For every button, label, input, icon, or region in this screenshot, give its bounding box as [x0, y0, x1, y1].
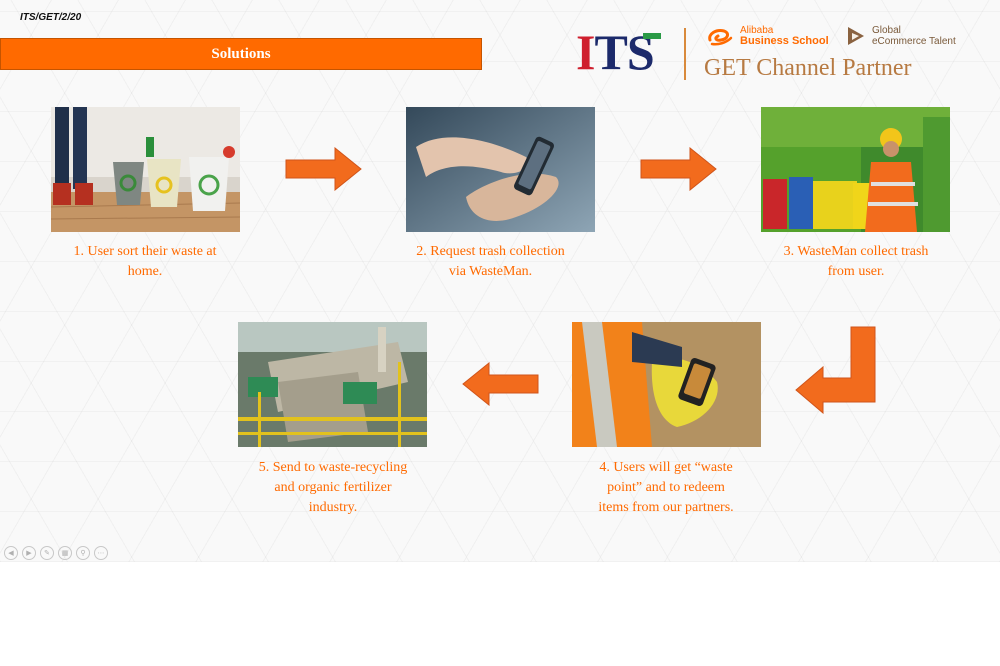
step-5-caption: 5. Send to waste-recycling and organic f… [233, 458, 433, 518]
step-4-caption-line: items from our partners. [598, 500, 734, 515]
arrow-turn-left-icon [795, 326, 876, 414]
global-ecommerce-talent-icon [848, 27, 864, 45]
arrow-right-icon [640, 147, 717, 191]
step-5-caption-line: industry. [308, 500, 358, 515]
smartphone-photo [406, 107, 595, 232]
step-4-caption-line: 4. Users will get “waste [599, 460, 733, 475]
step-3-caption: 3. WasteMan collect trash from user. [756, 242, 956, 282]
step-5-caption-line: and organic fertilizer [274, 480, 392, 495]
slide-code: ITS/GET/2/20 [20, 12, 82, 23]
its-logo-letter-i: I [576, 24, 595, 80]
recycling-plant-photo [238, 322, 427, 447]
its-logo-letter-t: T [594, 24, 627, 80]
step-4-caption: 4. Users will get “waste point” and to r… [566, 458, 766, 518]
arrow-right-icon [285, 147, 362, 191]
logo-divider [684, 28, 686, 80]
more-icon[interactable]: ⋯ [94, 546, 108, 560]
prev-icon[interactable]: ◀ [4, 546, 18, 560]
phone-in-hand-photo [572, 322, 761, 447]
step-2-caption-line: 2. Request trash collection [416, 244, 565, 259]
global-line1: Global [872, 25, 901, 36]
step-1-caption: 1. User sort their waste at home. [45, 242, 245, 282]
slides-icon[interactable]: ▦ [58, 546, 72, 560]
pen-icon[interactable]: ✎ [40, 546, 54, 560]
alibaba-line1: Alibaba [740, 25, 774, 36]
solutions-banner: Solutions [0, 38, 482, 70]
arrow-left-icon [462, 362, 539, 406]
step-2-caption: 2. Request trash collection via WasteMan… [388, 242, 593, 282]
step-5-caption-line: 5. Send to waste-recycling [258, 460, 408, 475]
alibaba-line2: Business School [740, 35, 829, 47]
global-line2: eCommerce Talent [872, 36, 956, 47]
slide: ITS/GET/2/20 Solutions ITS Alibaba Busin… [0, 0, 1000, 562]
step-2-caption-line: via WasteMan. [448, 264, 533, 279]
alibaba-business-school-logo: Alibaba Business School [740, 25, 829, 47]
step-1-caption-line: home. [127, 264, 163, 279]
step-3-caption-line: 3. WasteMan collect trash [783, 244, 929, 259]
step-1-caption-line: 1. User sort their waste at [73, 244, 217, 259]
alibaba-icon [708, 29, 733, 46]
banner-title: Solutions [211, 45, 271, 62]
global-ecommerce-talent-logo: Global eCommerce Talent [872, 25, 956, 47]
waste-worker-photo [761, 107, 950, 232]
zoom-icon[interactable]: ⚲ [76, 546, 90, 560]
its-logo-stripe [643, 33, 661, 39]
its-logo: ITS [576, 24, 655, 80]
step-3-caption-line: from user. [827, 264, 885, 279]
partner-title: GET Channel Partner [704, 55, 912, 81]
recycling-bins-photo [51, 107, 240, 232]
step-4-caption-line: point” and to redeem [607, 480, 725, 495]
slideshow-toolbar: ◀ ▶ ✎ ▦ ⚲ ⋯ [4, 546, 108, 560]
next-icon[interactable]: ▶ [22, 546, 36, 560]
